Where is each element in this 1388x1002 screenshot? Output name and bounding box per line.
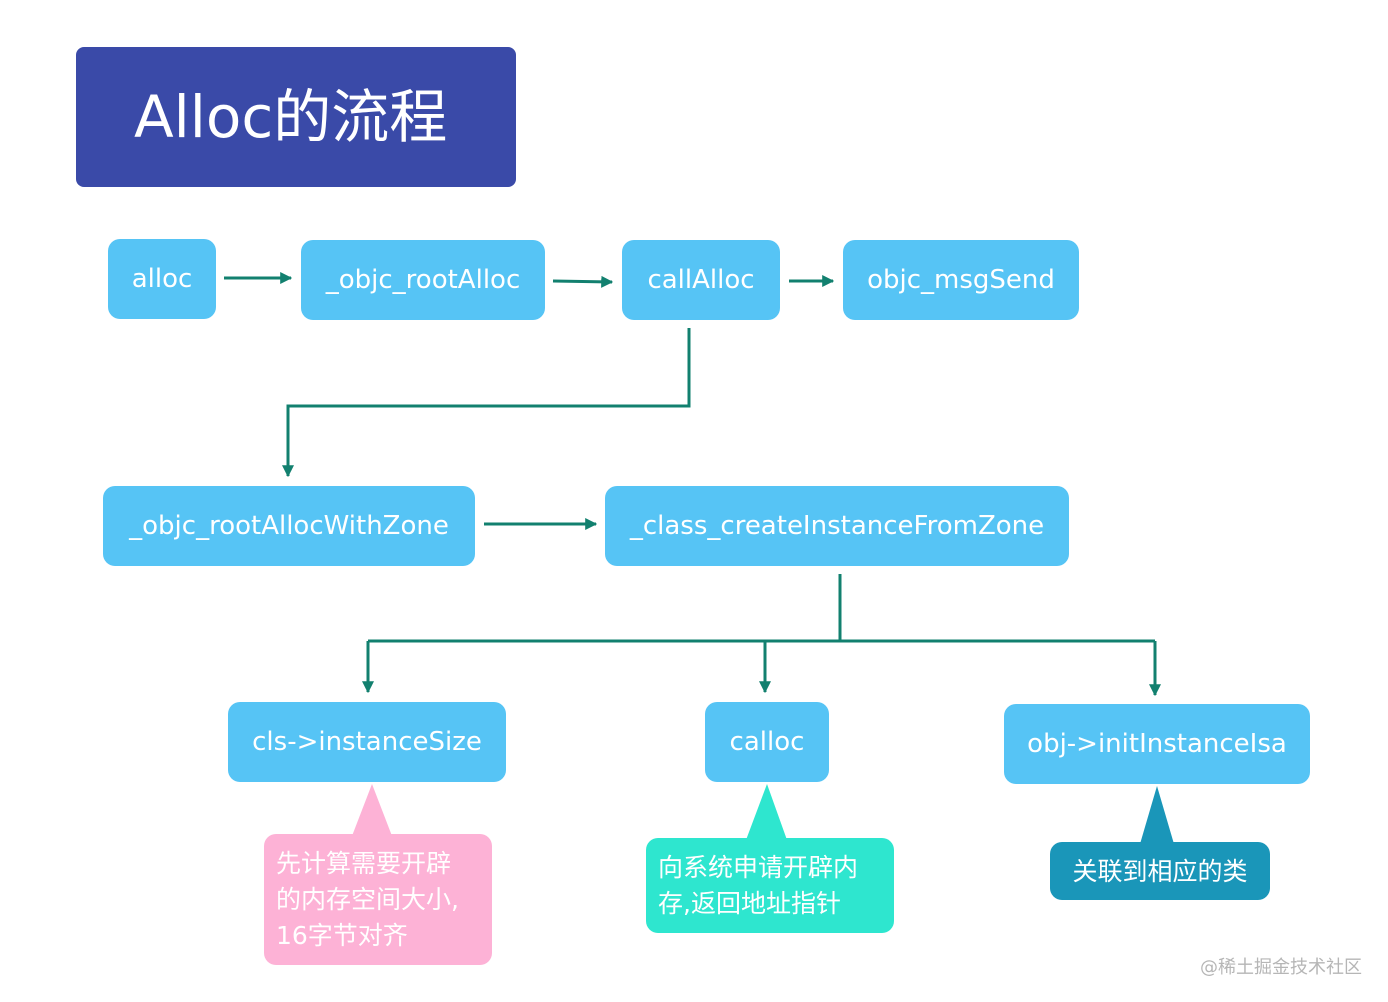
- note-line: 16字节对齐: [276, 921, 408, 950]
- note-line: 关联到相应的类: [1072, 857, 1248, 886]
- note-line: 向系统申请开辟内: [658, 853, 859, 882]
- node-instancesize: cls->instanceSize: [228, 702, 506, 782]
- callout-tail-teal: [746, 784, 787, 840]
- note-line: 先计算需要开辟: [276, 849, 452, 878]
- node-objc-rootallocwithzone: _objc_rootAllocWithZone: [103, 486, 475, 566]
- watermark: @稀土掘金技术社区: [1200, 957, 1362, 978]
- note-calloc: 向系统申请开辟内 存,返回地址指针: [646, 838, 894, 933]
- note-instancesize: 先计算需要开辟 的内存空间大小, 16字节对齐: [264, 834, 492, 965]
- arrow-callalloc-to-allocwithzone: [282, 328, 691, 478]
- node-objc-msgsend: objc_msgSend: [843, 240, 1079, 320]
- arrow-rootalloc-to-callalloc: [552, 275, 614, 288]
- node-class-createinstancefromzone: _class_createInstanceFromZone: [605, 486, 1069, 566]
- node-alloc: alloc: [108, 239, 216, 319]
- node-calloc: calloc: [705, 702, 829, 782]
- node-callalloc: callAlloc: [622, 240, 780, 320]
- note-line: 存,返回地址指针: [658, 889, 841, 918]
- note-initinstanceisa: 关联到相应的类: [1050, 842, 1270, 900]
- callout-tail-pink: [352, 784, 392, 836]
- diagram-title: Alloc的流程: [76, 47, 516, 187]
- node-initinstanceisa: obj->initInstanceIsa: [1004, 704, 1310, 784]
- callout-tail-blue: [1140, 786, 1174, 844]
- note-line: 的内存空间大小,: [276, 885, 459, 914]
- node-objc-rootalloc: _objc_rootAlloc: [301, 240, 545, 320]
